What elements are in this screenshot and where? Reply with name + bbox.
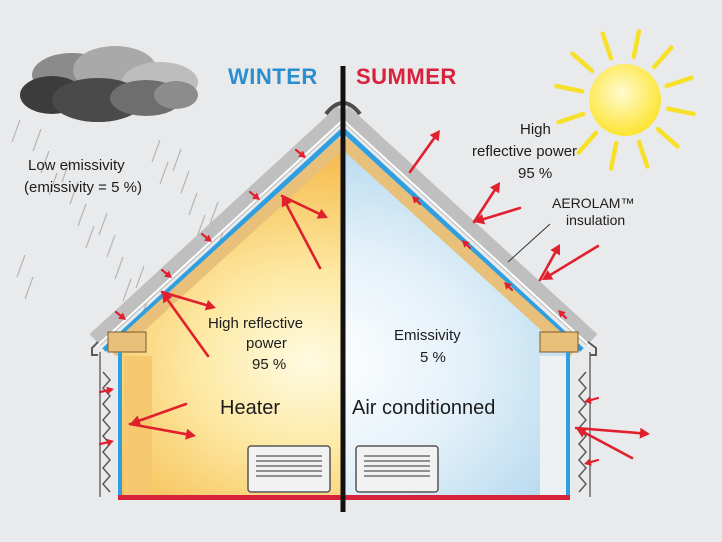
- sun-ray: [600, 31, 614, 61]
- arrow-icon: [538, 244, 560, 282]
- radiator-icon: [355, 445, 439, 493]
- rain-streak: [151, 139, 161, 163]
- summer-device-label: Air conditionned: [352, 397, 496, 419]
- rain-streak: [77, 203, 87, 227]
- winter-title: WINTER: [228, 64, 318, 89]
- sun-ray: [655, 126, 680, 149]
- arrow-icon: [98, 386, 114, 395]
- summer-reflective-value: 95 %: [518, 165, 553, 182]
- rain-streak: [114, 256, 124, 280]
- summer-title: SUMMER: [356, 64, 457, 89]
- rain-streak: [40, 150, 50, 174]
- radiator-icon: [247, 445, 331, 493]
- arrow-icon: [584, 396, 600, 404]
- rain-streak: [48, 172, 58, 196]
- rain-streak: [106, 234, 116, 258]
- sun-ray: [631, 29, 642, 60]
- arrow-icon: [162, 292, 210, 358]
- rain-streak: [188, 192, 198, 216]
- rain-streak: [159, 161, 169, 185]
- arrow-icon: [474, 206, 522, 225]
- sun-ray: [576, 130, 599, 155]
- sun-ray: [570, 51, 595, 74]
- arrow-icon: [584, 458, 600, 466]
- arrow-icon: [160, 268, 172, 278]
- arrow-icon: [576, 427, 634, 460]
- winter-device-label: Heater: [220, 397, 281, 419]
- arrow-icon: [558, 310, 568, 320]
- sun-ray: [664, 75, 694, 89]
- arrow-icon: [542, 244, 600, 280]
- arrow-icon: [128, 422, 196, 440]
- arrow-icon: [280, 194, 328, 219]
- rain-streak: [172, 148, 182, 172]
- summer-insulation-label: insulation: [566, 212, 626, 228]
- arrow-icon: [114, 310, 126, 320]
- sun-icon: [554, 29, 696, 171]
- winter-emissivity-value: (emissivity = 5 %): [24, 179, 142, 196]
- winter-reflective-line1: High reflective: [208, 315, 304, 332]
- summer-half: [341, 106, 598, 497]
- sun-ray: [556, 111, 586, 125]
- rain-streak: [16, 254, 26, 278]
- arrow-icon: [248, 190, 260, 200]
- arrow-icon: [281, 196, 322, 270]
- arrow-icon: [504, 282, 514, 292]
- winter-reflective-value: 95 %: [252, 356, 287, 373]
- rain-streak: [85, 225, 95, 249]
- rain-streak: [32, 128, 42, 152]
- rain-streak: [61, 159, 71, 183]
- arrow-icon: [200, 232, 212, 242]
- insulation-leader-line: [507, 223, 551, 263]
- summer-reflective-line1: High: [520, 121, 551, 138]
- cloud-icon: [20, 46, 198, 122]
- rain-streak: [180, 170, 190, 194]
- arrow-icon: [412, 196, 422, 206]
- sun-ray: [636, 139, 650, 169]
- arrow-icon: [98, 438, 114, 447]
- radiation-arrows: [98, 130, 650, 466]
- rain-streak: [209, 201, 219, 225]
- arrow-icon: [462, 240, 472, 250]
- arrow-icon: [160, 290, 216, 311]
- summer-insulation-brand: AEROLAM™: [552, 195, 635, 211]
- rain-streak: [11, 119, 21, 143]
- arrow-icon: [408, 130, 440, 174]
- arrow-icon: [472, 182, 500, 224]
- arrow-icon: [294, 148, 306, 158]
- rain-streak: [98, 212, 108, 236]
- sun-ray: [665, 106, 696, 117]
- summer-reflective-line2: reflective power: [472, 143, 578, 160]
- winter-reflective-line2: power: [246, 335, 287, 352]
- summer-emissivity-value: 5 %: [420, 349, 446, 366]
- arrow-icon: [574, 426, 650, 439]
- wall-cladding-left: [102, 371, 111, 493]
- sun-ray: [608, 140, 619, 171]
- winter-emissivity-label: Low emissivity: [28, 157, 125, 174]
- rain-streak: [69, 181, 79, 205]
- rain-streak: [24, 276, 34, 300]
- rain-streak: [122, 278, 132, 302]
- rain-streak: [196, 214, 206, 238]
- rain-streak: [135, 265, 145, 289]
- sun-ray: [651, 45, 674, 70]
- sun-ray: [554, 83, 585, 94]
- summer-emissivity-label: Emissivity: [394, 327, 461, 344]
